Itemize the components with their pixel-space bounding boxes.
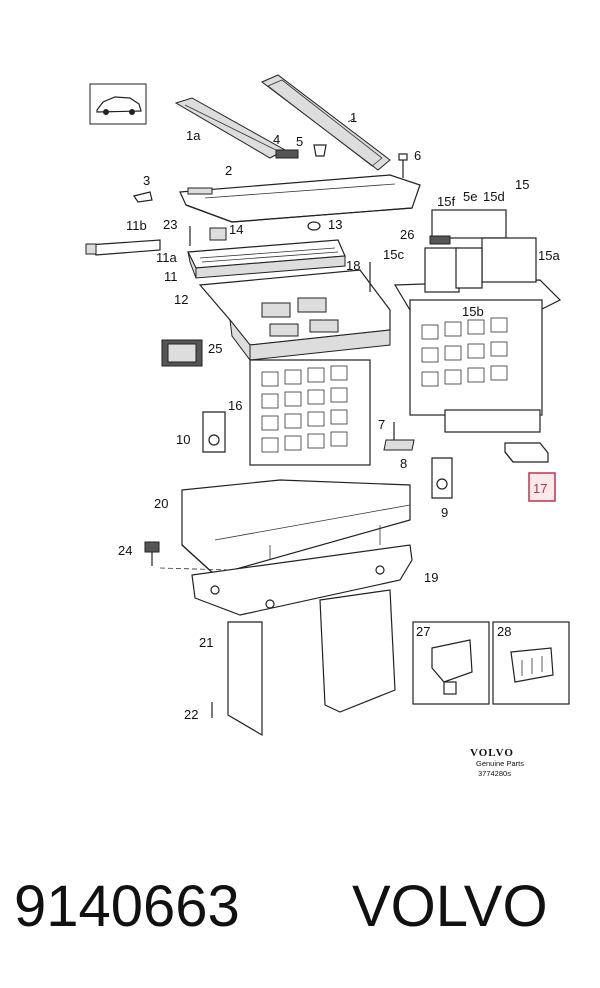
callout-2: 2 — [225, 163, 232, 178]
part-4-clip — [275, 149, 299, 159]
fuse-slot-grid — [199, 247, 339, 263]
inset-27-fuse — [412, 621, 490, 705]
part-12-central-electrical-unit — [198, 269, 391, 362]
part-2-cover — [179, 174, 421, 223]
relay-15c — [424, 247, 460, 293]
brand-name: VOLVO — [470, 747, 514, 759]
footer: 9140663 VOLVO — [0, 852, 600, 962]
callout-14: 14 — [229, 222, 243, 237]
part-1-lid — [261, 74, 391, 171]
part-10-holder — [202, 411, 226, 453]
part-8-bracket — [383, 439, 415, 451]
callout-17: 17 — [533, 481, 547, 496]
part-number: 9140663 — [14, 874, 240, 939]
inset-28-relay — [492, 621, 570, 705]
part-21-bracket — [227, 621, 263, 737]
relay-15a — [481, 237, 537, 283]
callout-10: 10 — [176, 432, 190, 447]
callout-13: 13 — [328, 217, 342, 232]
part-9-holder — [431, 457, 453, 499]
callout-24: 24 — [118, 543, 132, 558]
callout-21: 21 — [199, 635, 213, 650]
part-25-connector — [161, 339, 203, 367]
callout-9: 9 — [441, 505, 448, 520]
callout-12: 12 — [174, 292, 188, 307]
callout-5: 5 — [296, 134, 303, 149]
callout-27: 27 — [416, 624, 430, 639]
relays-15f-15e-15d — [431, 209, 507, 239]
part-13-grommet — [307, 221, 321, 231]
car-thumbnail — [89, 83, 147, 125]
callout-15b: 15b — [462, 304, 484, 319]
callout-3: 3 — [143, 173, 150, 188]
relay-15b — [455, 247, 483, 289]
callout-26: 26 — [400, 227, 414, 242]
callout-18: 18 — [346, 258, 360, 273]
part-20-housing — [181, 479, 411, 576]
part-17-relay — [504, 442, 549, 463]
callout-23: 23 — [163, 217, 177, 232]
callout-1a: 1a — [186, 128, 201, 143]
callout-1: 1 — [350, 110, 357, 125]
volvo-brand-block: VOLVO Genuine Parts 3774280s — [470, 747, 524, 778]
callout-11: 11 — [164, 269, 178, 284]
callout-15: 15 — [515, 177, 529, 192]
callout-16: 16 — [228, 398, 242, 413]
callout-15e: 5e — [463, 189, 477, 204]
callout-8: 8 — [400, 456, 407, 471]
callout-15f: 15f — [437, 194, 455, 209]
callout-15d: 15d — [483, 189, 505, 204]
callout-19: 19 — [424, 570, 438, 585]
callout-4: 4 — [273, 132, 280, 147]
callout-15c: 15c — [383, 247, 404, 262]
callout-20: 20 — [154, 496, 168, 511]
callout-11a: 11a — [156, 250, 177, 265]
callout-22: 22 — [184, 707, 198, 722]
part-26-plug — [429, 235, 451, 245]
callout-15a: 15a — [538, 248, 560, 263]
callout-25: 25 — [208, 341, 222, 356]
part-19-base — [191, 544, 413, 713]
callout-11b: 11b — [126, 218, 147, 233]
part-17-highlight-box — [528, 472, 556, 502]
part-24-screw — [144, 541, 231, 571]
part-11b-bracket — [85, 239, 161, 256]
brand-code: 3774280s — [478, 769, 511, 778]
brand-subtitle: Genuine Parts — [476, 759, 524, 768]
part-11-fuse-panel — [187, 239, 346, 279]
callout-6: 6 — [414, 148, 421, 163]
callout-7: 7 — [378, 417, 385, 432]
part-16-fuse-block — [249, 359, 371, 466]
callout-28: 28 — [497, 624, 511, 639]
maker-name: VOLVO — [352, 874, 548, 939]
part-14-relay-clip — [209, 227, 227, 241]
part-15-relay-center — [393, 279, 562, 433]
exploded-parts-diagram: 1 1a 2 3 4 5 6 7 8 9 10 11 11a 11b 12 13… — [85, 74, 570, 778]
part-5-clip — [313, 144, 327, 157]
part-3-clip — [133, 191, 153, 203]
part-6-screw — [398, 153, 408, 178]
